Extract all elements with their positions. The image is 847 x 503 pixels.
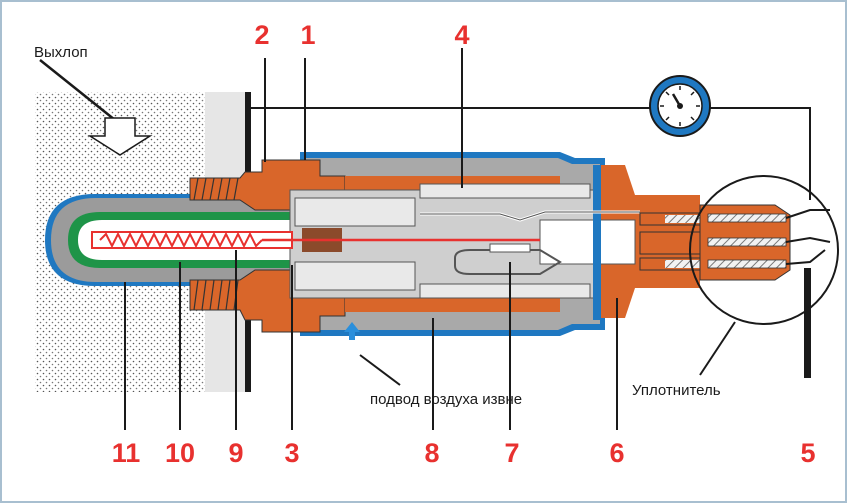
callout-7: 7 <box>504 438 519 468</box>
inner-sleeve-top <box>419 183 591 199</box>
thread-marks <box>193 177 239 311</box>
insulator-top <box>294 197 416 227</box>
inner-sleeve-bottom <box>419 283 591 299</box>
exhaust-arrow-icon <box>39 59 153 156</box>
callout-11: 11 <box>112 438 141 468</box>
exhaust-label: Выхлоп <box>34 44 88 61</box>
seal-pointer <box>699 321 736 376</box>
air-inlet-pointer <box>359 354 401 386</box>
ground-lead <box>804 268 811 378</box>
connector-pins <box>707 213 787 269</box>
callout-10: 10 <box>165 438 195 468</box>
air-arrow-icon <box>344 322 360 340</box>
contact-clip <box>489 243 531 253</box>
callout-5: 5 <box>800 438 815 468</box>
callout-8: 8 <box>424 438 439 468</box>
callout-1: 1 <box>300 20 315 50</box>
air-inlet-label: подвод воздуха извне <box>370 391 522 408</box>
spring-wire-outline <box>420 211 640 221</box>
leader-lines <box>124 48 618 430</box>
callout-6: 6 <box>609 438 624 468</box>
gauge-icon <box>649 75 711 137</box>
contact-spring <box>454 249 562 275</box>
heater-element <box>91 231 540 249</box>
terminal-block <box>539 219 636 265</box>
callout-4: 4 <box>454 20 469 50</box>
callout-2: 2 <box>254 20 269 50</box>
seal-label: Уплотнитель <box>632 382 721 399</box>
seal-callout-circle <box>689 175 839 325</box>
insulator-bottom <box>294 261 416 291</box>
signal-wiring <box>251 107 811 200</box>
housing-bottom <box>345 298 560 312</box>
seal-ring <box>593 165 601 320</box>
cable-wires <box>639 212 703 271</box>
callout-9: 9 <box>228 438 243 468</box>
output-leads <box>785 209 831 265</box>
callout-3: 3 <box>284 438 299 468</box>
